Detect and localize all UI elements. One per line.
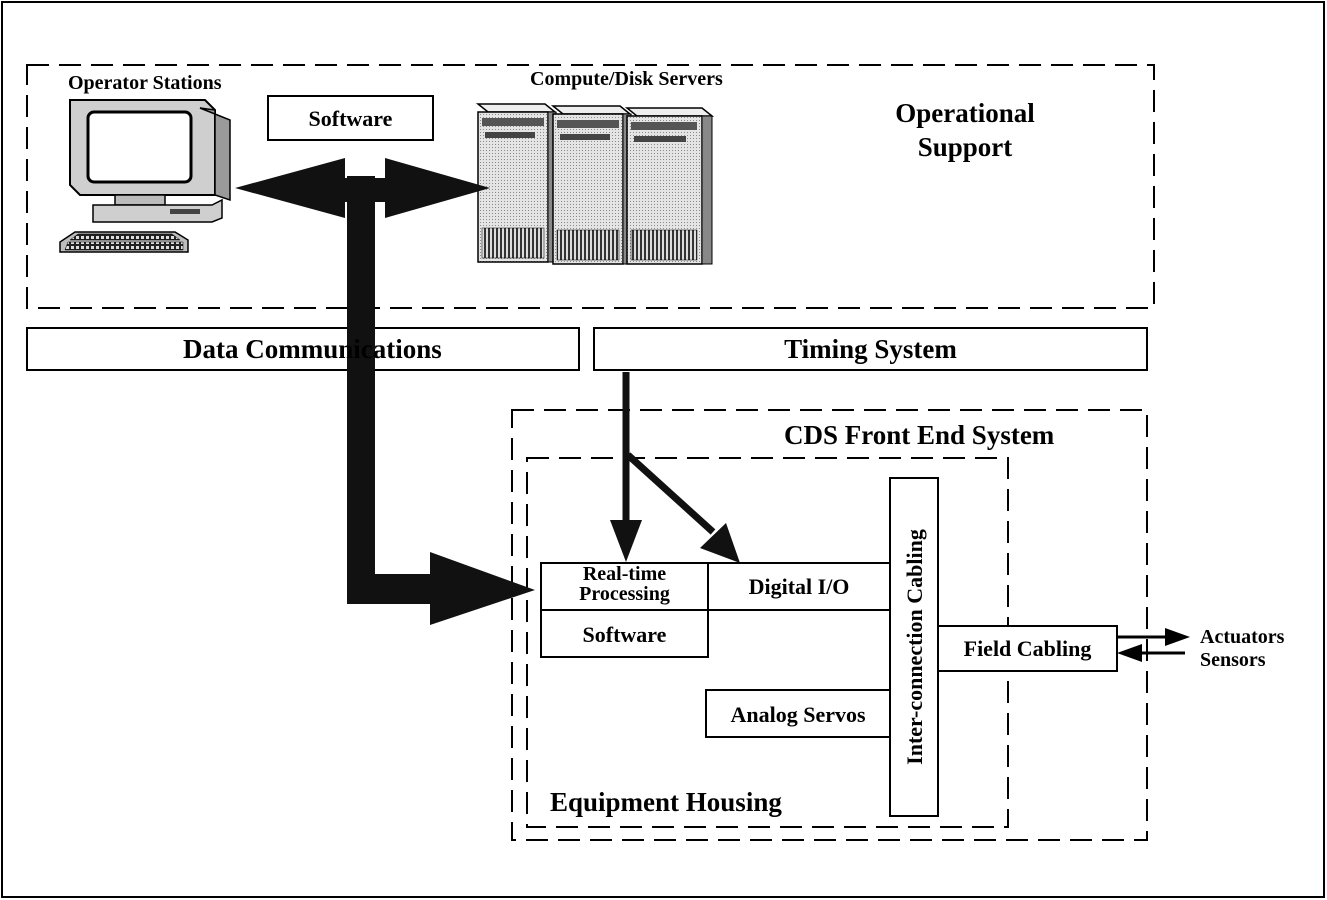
realtime-line1: Real-time [582, 563, 667, 585]
software-label-bottom: Software [582, 622, 667, 647]
actuators-label: Actuators [1200, 626, 1285, 648]
field-cabling-label: Field Cabling [963, 636, 1092, 661]
operational-support-region [26, 64, 1155, 309]
data-communications-label: Data Communications [183, 334, 442, 364]
interconnection-cabling-box [889, 477, 939, 817]
field-arrows [1117, 628, 1190, 662]
timing-system-bar [593, 327, 1148, 371]
field-cabling-box [937, 625, 1118, 672]
compute-servers-icon [475, 103, 715, 265]
timing-system-label: Timing System [784, 334, 957, 364]
digital-io-label: Digital I/O [748, 574, 850, 599]
data-flow-arrows [235, 158, 535, 625]
operator-stations-label: Operator Stations [68, 72, 226, 95]
front-end-region [511, 409, 1148, 841]
operational-support-title-line1: Operational [895, 98, 1035, 128]
equipment-housing-region [526, 457, 1009, 828]
software-box-top [267, 95, 434, 141]
analog-servos-label: Analog Servos [730, 702, 866, 727]
interconnection-cabling-label: Inter-connection Cabling [902, 529, 927, 765]
data-communications-bar [26, 327, 580, 371]
front-end-title: CDS Front End System [780, 420, 1059, 451]
software-label-top: Software [308, 106, 393, 131]
timing-arrows [610, 372, 740, 563]
operator-station-icon [59, 99, 231, 253]
compute-servers-label: Compute/Disk Servers [530, 68, 723, 90]
sensors-label: Sensors [1200, 649, 1266, 671]
analog-servos-box [705, 689, 891, 738]
software-box-bottom [540, 609, 709, 658]
equipment-housing-label: Equipment Housing [550, 787, 782, 817]
realtime-line2: Processing [579, 583, 670, 605]
operational-support-title-line2: Support [917, 132, 1013, 162]
digital-io-box [707, 562, 891, 611]
